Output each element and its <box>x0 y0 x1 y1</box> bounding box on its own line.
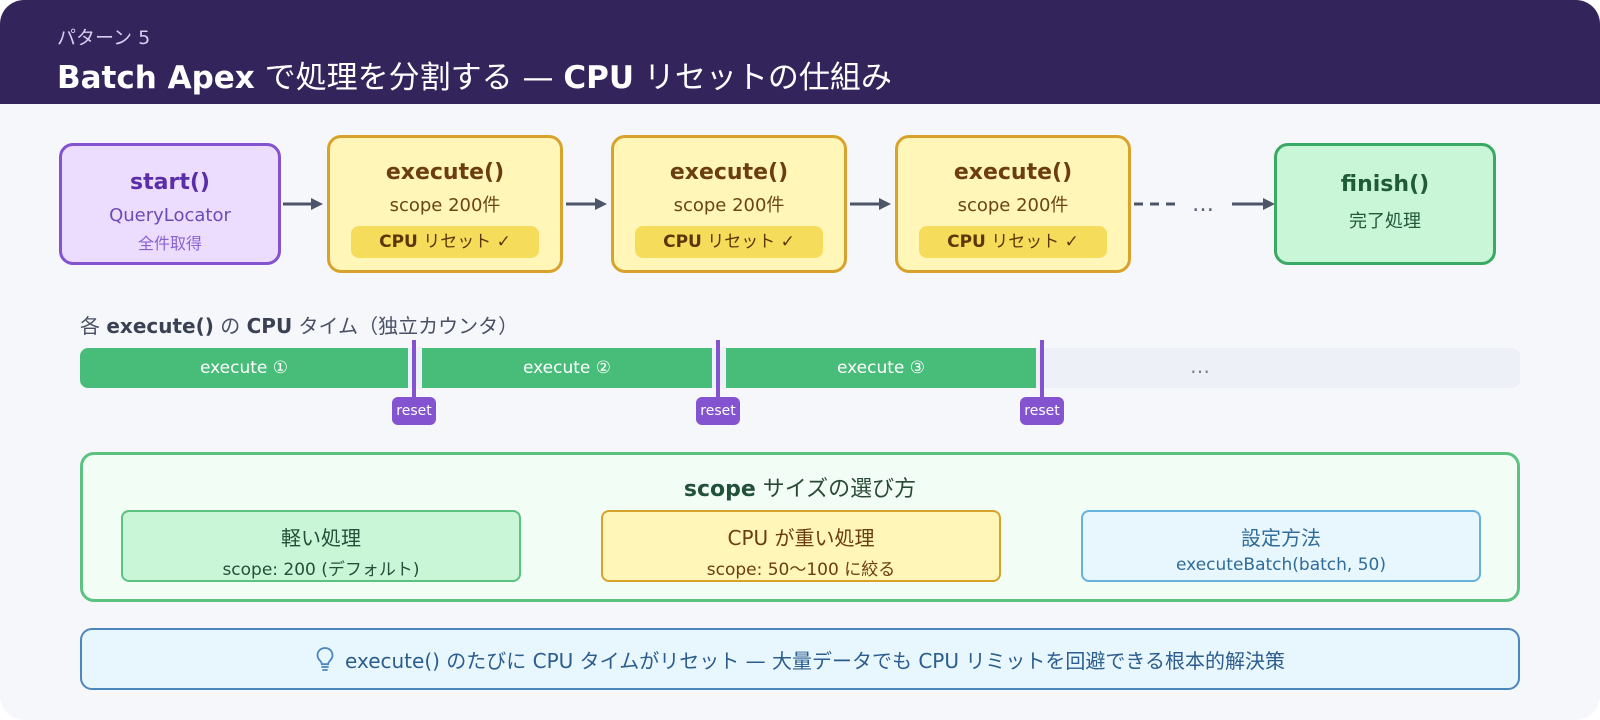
option-title: 軽い処理 <box>281 526 361 550</box>
start-label: start() <box>130 170 210 195</box>
badge-text: リセット ✓ <box>701 232 795 252</box>
summary-note: execute() のたびに CPU タイムがリセット — 大量データでも CP… <box>80 628 1520 690</box>
timeline-title-pre: 各 <box>80 314 107 338</box>
badge-bold: CPU <box>379 232 418 252</box>
scope-size-panel: scope サイズの選び方 軽い処理 scope: 200 (デフォルト) CP… <box>80 452 1520 602</box>
title-bold-cpu: CPU <box>563 60 635 96</box>
start-box: start() QueryLocator 全件取得 <box>59 143 281 265</box>
reset-tag-1: reset <box>392 397 436 425</box>
reset-tag-3: reset <box>1020 397 1064 425</box>
scope-title-text: サイズの選び方 <box>755 477 917 502</box>
cpu-reset-badge: CPU リセット ✓ <box>919 226 1107 258</box>
timeline-segment-2: execute ② <box>422 348 712 388</box>
timeline-title: 各 execute() の CPU タイム（独立カウンタ） <box>80 310 518 339</box>
execute-box-3: execute() scope 200件 CPU リセット ✓ <box>895 135 1131 273</box>
option-detail: executeBatch(batch, 50) <box>1176 555 1386 575</box>
title-text: で処理を分割する — <box>254 60 564 96</box>
option-title: CPU が重い処理 <box>727 526 875 550</box>
timeline-ellipsis: … <box>1190 354 1210 378</box>
finish-sub-label: 完了処理 <box>1349 211 1421 232</box>
option-configuration: 設定方法 executeBatch(batch, 50) <box>1081 510 1481 582</box>
execute-label: execute() <box>953 160 1073 185</box>
timeline-title-post: タイム（独立カウンタ） <box>292 314 519 338</box>
option-heavy-cpu: CPU が重い処理 scope: 50〜100 に絞る <box>601 510 1001 582</box>
title-text-2: リセットの仕組み <box>634 60 892 96</box>
reset-marker-1 <box>412 340 416 398</box>
timeline-title-bold: execute() <box>106 314 214 338</box>
scope-panel-title: scope サイズの選び方 <box>83 471 1517 503</box>
execute-label: execute() <box>385 160 505 185</box>
badge-bold: CPU <box>947 232 986 252</box>
cpu-reset-badge: CPU リセット ✓ <box>635 226 823 258</box>
badge-bold: CPU <box>663 232 702 252</box>
option-detail: scope: 200 (デフォルト) <box>222 560 420 580</box>
timeline-segment-1: execute ① <box>80 348 408 388</box>
timeline-title-mid: の <box>213 314 247 338</box>
execute-box-2: execute() scope 200件 CPU リセット ✓ <box>611 135 847 273</box>
start-sub-label: QueryLocator <box>109 205 231 226</box>
page-title: Batch Apex で処理を分割する — CPU リセットの仕組み <box>57 52 892 97</box>
option-detail: scope: 50〜100 に絞る <box>706 560 896 580</box>
flow-ellipsis: … <box>1192 192 1214 217</box>
cpu-reset-badge: CPU リセット ✓ <box>351 226 539 258</box>
finish-label: finish() <box>1340 172 1430 197</box>
scope-title-bold: scope <box>683 477 756 502</box>
timeline-segment-3: execute ③ <box>726 348 1036 388</box>
title-bold: Batch Apex <box>57 60 255 96</box>
start-sub-label-2: 全件取得 <box>137 234 202 253</box>
option-title: 設定方法 <box>1241 526 1321 550</box>
badge-text: リセット ✓ <box>985 232 1079 252</box>
execute-label: execute() <box>669 160 789 185</box>
reset-marker-3 <box>1040 340 1044 398</box>
reset-marker-2 <box>716 340 720 398</box>
badge-text: リセット ✓ <box>417 232 511 252</box>
flow-arrows <box>283 198 1275 210</box>
lightbulb-icon <box>316 647 334 671</box>
execute-scope: scope 200件 <box>673 195 785 216</box>
execute-box-1: execute() scope 200件 CPU リセット ✓ <box>327 135 563 273</box>
summary-note-text: execute() のたびに CPU タイムがリセット — 大量データでも CP… <box>345 648 1285 673</box>
reset-tag-2: reset <box>696 397 740 425</box>
option-light-processing: 軽い処理 scope: 200 (デフォルト) <box>121 510 521 582</box>
finish-box: finish() 完了処理 <box>1274 143 1496 265</box>
pattern-label: パターン 5 <box>57 27 151 49</box>
execute-scope: scope 200件 <box>957 195 1069 216</box>
execute-scope: scope 200件 <box>389 195 501 216</box>
summary-note-content: execute() のたびに CPU タイムがリセット — 大量データでも CP… <box>82 630 1518 688</box>
timeline-title-bold-cpu: CPU <box>246 314 293 338</box>
header-banner: パターン 5 Batch Apex で処理を分割する — CPU リセットの仕組… <box>0 0 1600 104</box>
